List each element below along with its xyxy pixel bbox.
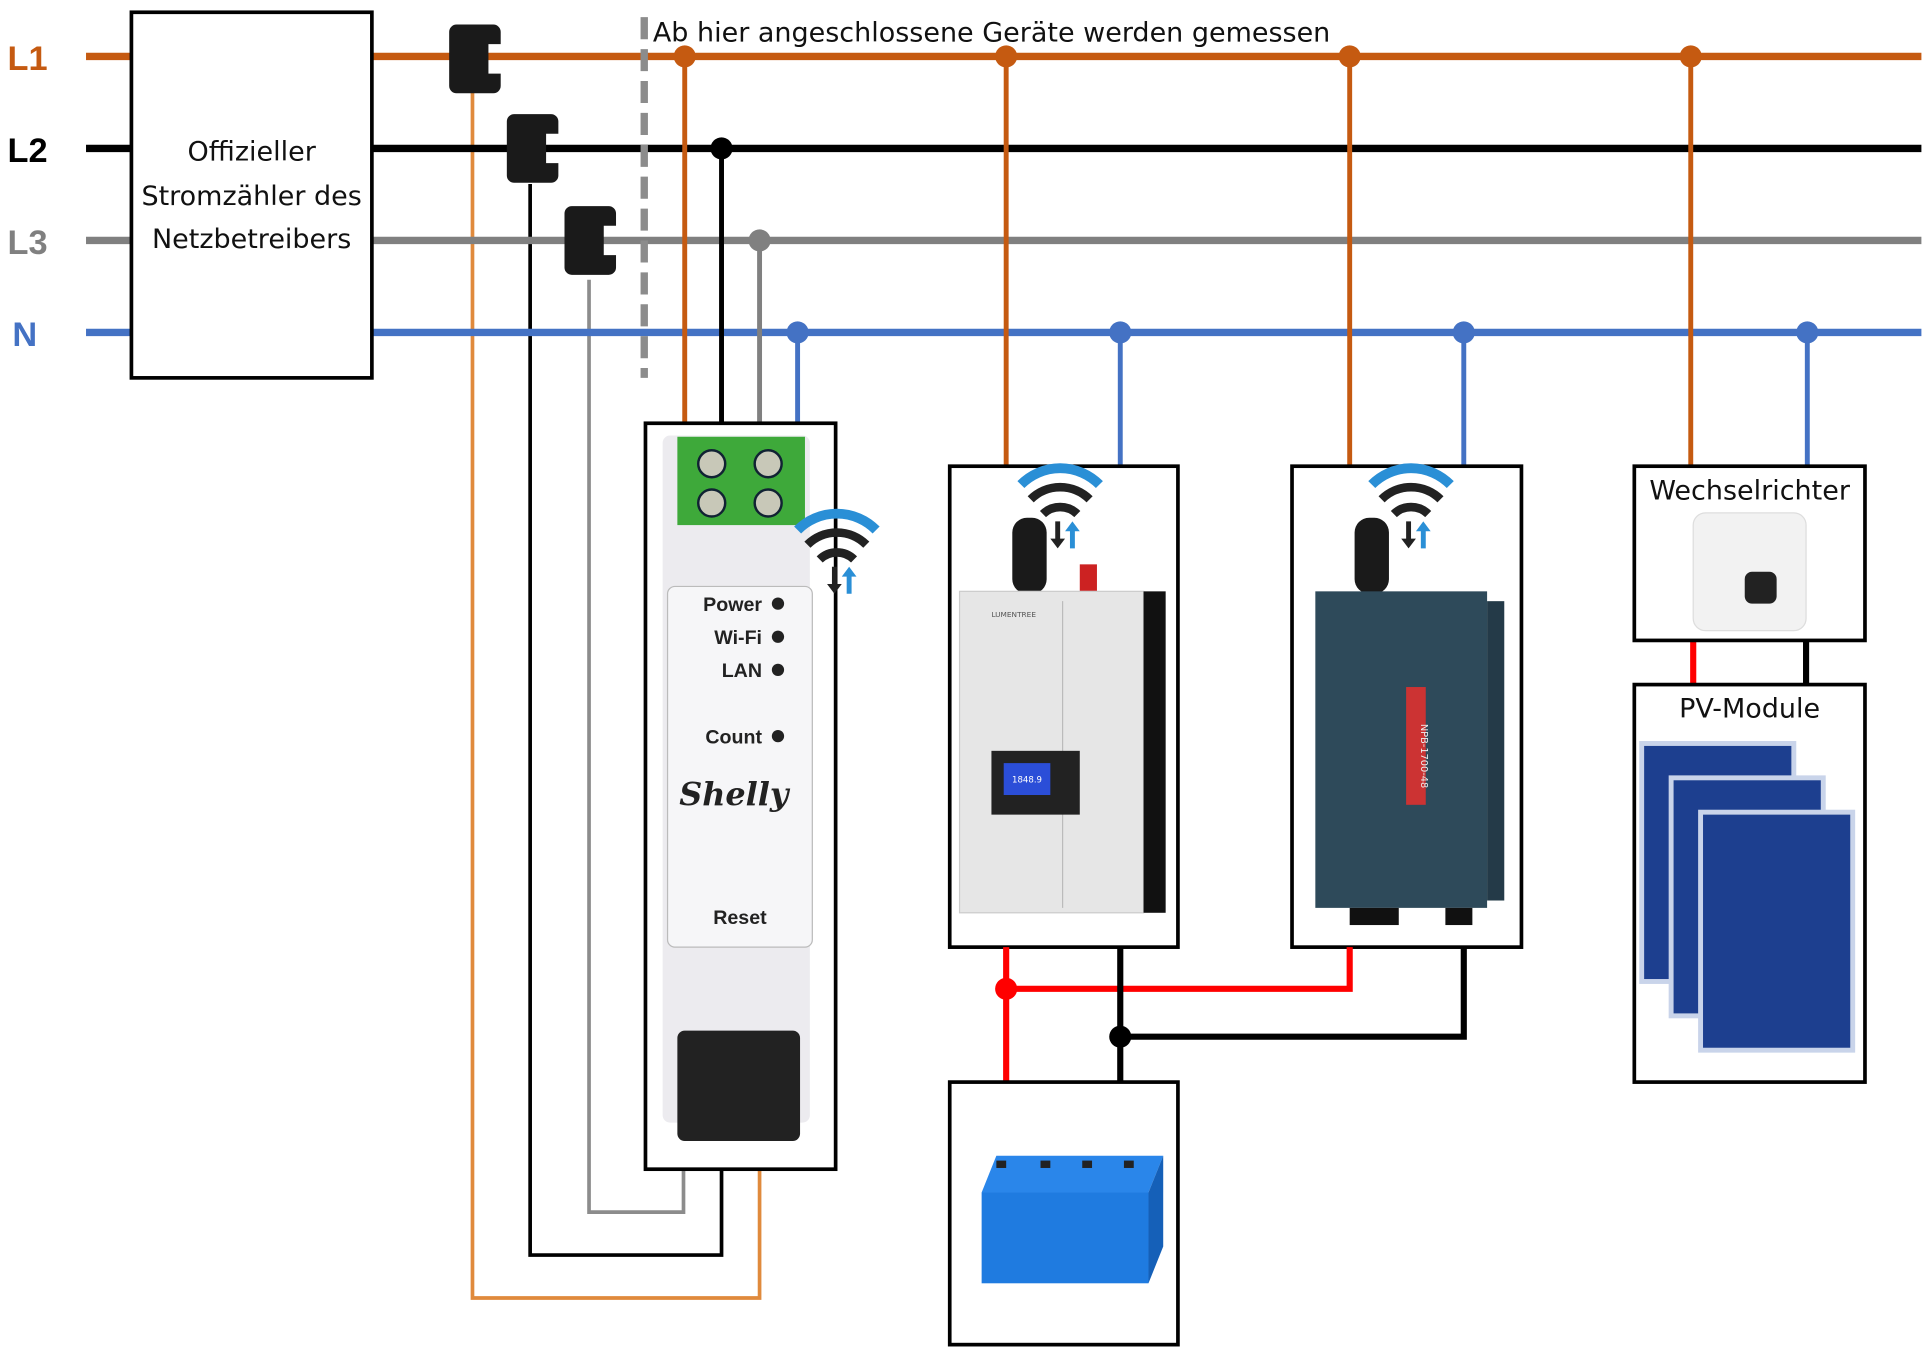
grid-tie-inverter-lumentree: LUMENTREE 1848.9	[947, 466, 1180, 949]
label-l1: L1	[8, 40, 48, 78]
ct-wire-l1	[470, 73, 762, 1300]
pv-modules-box: PV-Module	[1632, 682, 1867, 1084]
ct-wire-l2	[528, 184, 724, 1257]
shelly-lan-label: LAN	[722, 660, 762, 682]
shelly-count-label: Count	[705, 726, 762, 748]
shelly-logo: Shelly	[679, 775, 791, 813]
npb-model-label: NPB-1700-48	[1418, 724, 1429, 788]
battery-charger-npb: NPB-1700-48	[1290, 466, 1524, 949]
dc-wiring	[1003, 640, 1810, 1083]
shelly-reset-button: Reset	[713, 907, 767, 929]
dc-negative-junction	[1109, 1025, 1132, 1048]
lumentree-display: 1848.9	[1012, 776, 1042, 786]
pv-title: PV-Module	[1679, 694, 1820, 725]
battery-pack	[947, 1080, 1180, 1347]
meter-label-1: Offizieller	[188, 137, 317, 168]
meter-label-3: Netzbetreibers	[152, 224, 351, 255]
official-meter-box	[129, 10, 374, 380]
inverter-title: Wechselrichter	[1649, 475, 1851, 506]
dc-positive-junction	[995, 977, 1018, 1000]
shelly-wifi-label: Wi-Fi	[714, 627, 762, 649]
drop-wires	[682, 56, 1810, 467]
lumentree-label: LUMENTREE	[991, 610, 1036, 619]
label-l3: L3	[8, 224, 48, 262]
meter-label-2: Stromzähler des	[141, 181, 361, 212]
ct-wire-l3	[587, 279, 686, 1214]
measured-note: Ab hier angeschlossene Geräte werden gem…	[653, 18, 1330, 49]
shelly-power-label: Power	[703, 594, 762, 616]
label-n: N	[12, 316, 37, 354]
shelly-pro-3em: Power Wi-Fi LAN Count Shelly Reset	[643, 421, 876, 1172]
label-l2: L2	[8, 132, 48, 170]
solar-panel	[1698, 809, 1856, 1053]
junction-dots	[673, 45, 1819, 344]
inverter-box: Wechselrichter	[1632, 464, 1867, 643]
